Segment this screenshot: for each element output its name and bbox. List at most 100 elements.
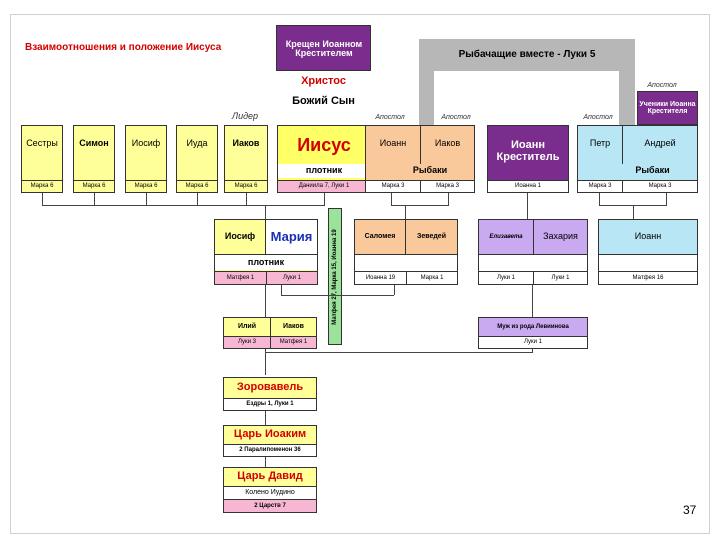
apostle-label-4: Апостол xyxy=(647,82,677,90)
heli-levite-line xyxy=(265,352,533,353)
connector xyxy=(146,193,147,205)
john-father-ref: Матфея 16 xyxy=(599,271,697,284)
ancestor-jehoiakim: Царь Иоаким 2 Паралипоменон 36 xyxy=(223,425,317,457)
heli-jacob-group: Илий Иаков Луки 3 Матфея 1 xyxy=(223,317,317,349)
person-john-father: Иоанн Матфея 16 xyxy=(598,219,698,285)
connector xyxy=(599,193,600,205)
jesus-name: Иисус xyxy=(297,134,351,155)
jesus-role: плотник xyxy=(278,164,370,178)
elizabeth-zechariah-group: Елизавета Захария Луки 1 Луки 1 xyxy=(478,219,588,285)
disciples-text: Ученики Иоанна Крестителя xyxy=(639,100,696,115)
zerubbabel-name: Зоровавель xyxy=(236,381,304,394)
fishermen-label-1: Рыбаки xyxy=(412,165,448,176)
slide: Взаимоотношения и положение Иисуса Рыбач… xyxy=(10,14,710,534)
levite-man: Муж из рода Левиинова Луки 1 xyxy=(478,317,588,349)
apostle-label-2: Апостол xyxy=(441,114,471,122)
baptized-banner: Крещен Иоанном Крестителем xyxy=(276,25,371,71)
person-sisters: Сестры Марка 6 xyxy=(21,125,63,193)
connector xyxy=(405,205,406,219)
connector xyxy=(448,193,449,205)
leader-label: Лидер xyxy=(231,111,259,122)
mary-salome-line xyxy=(281,295,394,296)
mary-ref: Луки 1 xyxy=(266,271,317,284)
joseph-ref: Матфея 1 xyxy=(215,271,266,284)
mary-name: Мария xyxy=(266,220,317,254)
zechariah-ref: Луки 1 xyxy=(533,271,587,284)
connector xyxy=(394,285,395,295)
salome-name: Саломея xyxy=(364,233,396,241)
son-of-god-label: Божий Сын xyxy=(292,95,355,108)
salome-zebedee-group: Саломея Зеведей Иоанна 19 Марка 1 xyxy=(354,219,458,285)
david-tribe: Колено Иудино xyxy=(224,486,316,499)
disciples-banner: Ученики Иоанна Крестителя xyxy=(637,91,698,125)
connector xyxy=(265,349,266,375)
elizabeth-ref: Луки 1 xyxy=(479,271,533,284)
sisters-ref: Марка 6 xyxy=(30,183,54,190)
connector xyxy=(197,193,198,205)
fishing-together-frame-gap xyxy=(434,71,619,133)
zebedee-sons-group: Иоанн Иаков Рыбаки Марка 3 Марка 3 xyxy=(365,125,475,193)
person-jesus: Иисус плотник Даниила 7, Луки 1 xyxy=(277,125,371,193)
elizabeth-name: Елизавета xyxy=(489,233,523,240)
fishing-together-label: Рыбачащие вместе - Луки 5 xyxy=(458,48,596,60)
levite-name: Муж из рода Левиинова xyxy=(497,323,569,330)
andrew-ref: Марка 3 xyxy=(622,181,697,192)
salome-ref: Иоанна 19 xyxy=(355,271,406,284)
connector xyxy=(527,193,528,219)
simon-ref: Марка 6 xyxy=(82,183,106,190)
jesus-ref: Даниила 7, Луки 1 xyxy=(278,181,370,192)
zerubbabel-ref: Ездры 1, Луки 1 xyxy=(224,398,316,410)
zebedee-ref: Марка 1 xyxy=(406,271,457,284)
sisters-name: Сестры xyxy=(26,138,58,149)
levite-ref: Луки 1 xyxy=(479,336,587,348)
joseph-brother-ref: Марка 6 xyxy=(134,183,158,190)
connector xyxy=(324,193,325,205)
joseph-name: Иосиф xyxy=(224,231,256,242)
siblings-line xyxy=(42,205,325,206)
fishermen-label-2: Рыбаки xyxy=(635,165,670,176)
connector xyxy=(391,193,392,205)
jehoiakim-ref: 2 Паралипоменон 36 xyxy=(224,444,316,456)
john-apostle-name: Иоанн xyxy=(379,138,407,149)
james-apostle-name: Иаков xyxy=(434,138,461,149)
david-name: Царь Давид xyxy=(237,470,303,483)
connector xyxy=(265,285,266,317)
crucifixion-refs: Матфея 27, Марка 15, Иоанна 19 xyxy=(332,229,338,325)
heli-ref: Луки 3 xyxy=(224,336,270,348)
diagram-title: Взаимоотношения и положение Иисуса xyxy=(25,42,222,53)
simon-name: Симон xyxy=(79,138,109,149)
connector xyxy=(265,457,266,467)
john-apostle-ref: Марка 3 xyxy=(366,181,420,192)
zechariah-name: Захария xyxy=(543,231,578,242)
joseph-brother-name: Иосиф xyxy=(131,138,161,149)
andrew-name: Андрей xyxy=(644,138,676,149)
james-brother-ref: Марка 6 xyxy=(234,183,258,190)
zebedee-line xyxy=(391,205,449,206)
connector xyxy=(532,349,533,353)
david-ref: 2 Царств 7 xyxy=(224,499,316,512)
christ-label: Христос xyxy=(301,75,346,88)
apostle-label-1: Апостол xyxy=(375,114,405,122)
peter-name: Петр xyxy=(589,138,611,149)
john-baptist-name: Иоанн Креститель xyxy=(496,139,560,163)
person-simon: Симон Марка 6 xyxy=(73,125,115,193)
jehoiakim-name: Царь Иоаким xyxy=(233,428,307,441)
baptized-text: Крещен Иоанном Крестителем xyxy=(285,38,363,58)
jacob-name: Иаков xyxy=(283,323,304,331)
heli-name: Илий xyxy=(237,323,257,331)
page-number: 37 xyxy=(683,503,697,517)
connector xyxy=(281,285,282,295)
judas-ref: Марка 6 xyxy=(185,183,209,190)
james-brother-name: Иаков xyxy=(232,138,260,149)
person-judas: Иуда Марка 6 xyxy=(176,125,218,193)
connector xyxy=(265,205,266,219)
zebedee-name: Зеведей xyxy=(416,233,447,241)
crucifixion-refs-bar xyxy=(328,208,342,345)
connector xyxy=(94,193,95,205)
connector xyxy=(633,205,634,219)
ancestor-zerubbabel: Зоровавель Ездры 1, Луки 1 xyxy=(223,377,317,411)
judas-name: Иуда xyxy=(186,138,208,149)
connector xyxy=(666,193,667,205)
peter-ref: Марка 3 xyxy=(578,181,622,192)
connector xyxy=(532,285,533,317)
